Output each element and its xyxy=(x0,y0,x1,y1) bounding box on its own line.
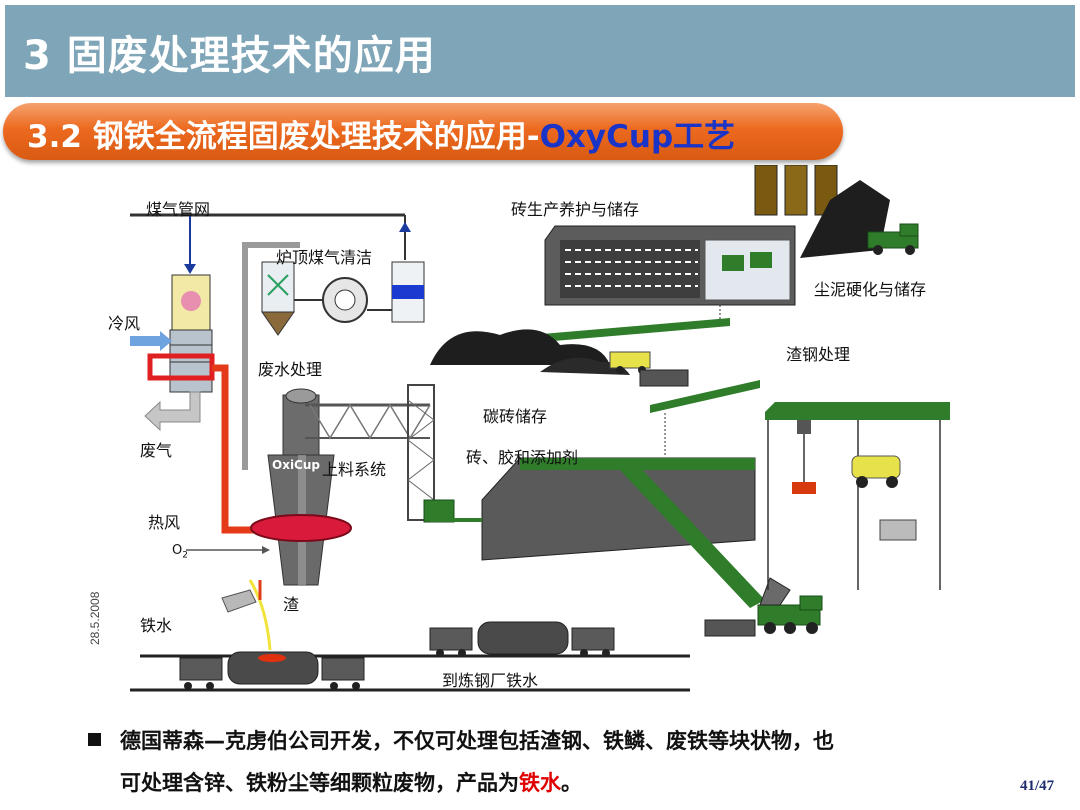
label-cold-wind: 冷风 xyxy=(108,314,141,333)
section-title: 3.2 钢铁全流程固废处理技术的应用-OxyCup工艺 xyxy=(27,111,735,156)
label-brick-binder: 砖、胶和添加剂 xyxy=(466,448,579,467)
bullet-line-1: 德国蒂森—克虏伯公司开发，不仅可处理包括渣钢、铁鳞、废铁等块状物，也 xyxy=(120,729,834,753)
label-oxygen-sub: 2 xyxy=(182,550,188,561)
gas-feed-arrowhead xyxy=(184,264,196,274)
label-to-steel-plant: 到炼钢厂铁水 xyxy=(442,671,539,690)
section-banner: 3.2 钢铁全流程固废处理技术的应用-OxyCup工艺 xyxy=(3,103,843,160)
label-charging-system: 上料系统 xyxy=(322,460,387,479)
section-title-main: 3.2 钢铁全流程固废处理技术的应用- xyxy=(27,119,540,155)
scrubber-cone xyxy=(261,311,295,336)
furnace-tuyere-ring xyxy=(250,514,352,542)
torpedo-car-upper xyxy=(429,621,615,657)
label-oxygen: O2 xyxy=(172,543,188,561)
conveyor-mid xyxy=(650,380,760,413)
label-slag: 渣 xyxy=(283,595,300,614)
bullet-line-2-main: 可处理含锌、铁粉尘等细颗粒废物，产品为 xyxy=(120,771,519,795)
cold-wind-arrow xyxy=(130,331,172,351)
curing-hall-bay xyxy=(704,239,791,301)
bullet-highlight: 铁水 xyxy=(519,771,561,795)
gas-holder-water xyxy=(392,285,424,299)
dumper-mid xyxy=(609,351,651,374)
bullet-line-2: 可处理含锌、铁粉尘等细颗粒废物，产品为铁水。 xyxy=(120,767,582,797)
loader-truck-top xyxy=(867,223,919,255)
label-brick-curing: 砖生产养护与储存 xyxy=(511,200,640,219)
slag-shed-roof xyxy=(765,402,950,420)
label-wastewater: 废水处理 xyxy=(258,360,323,379)
truck-low xyxy=(757,577,823,634)
bullet-marker xyxy=(88,733,101,746)
stove-flame xyxy=(181,291,201,311)
label-top-gas-cleaning: 炉顶煤气清洁 xyxy=(276,248,373,267)
waste-gas-arrow xyxy=(144,391,201,432)
silo-1 xyxy=(754,165,778,216)
hopper-low xyxy=(704,619,756,637)
carbon-pile-1 xyxy=(430,329,610,365)
gas-scrubber xyxy=(261,261,295,313)
charging-tower xyxy=(407,384,435,521)
bullet-line-2-end: 。 xyxy=(561,771,582,795)
slag-crusher xyxy=(879,519,917,541)
label-carbon-brick: 碳砖储存 xyxy=(483,407,548,426)
label-oxycup: OxiCup xyxy=(272,458,320,472)
label-oxygen-symbol: O xyxy=(172,543,183,558)
slag-magnet xyxy=(792,482,816,494)
page-title: 3 固废处理技术的应用 xyxy=(23,33,436,79)
label-dust-sludge: 尘泥硬化与储存 xyxy=(814,280,927,299)
silo-2 xyxy=(784,165,808,216)
iron-stream xyxy=(248,579,272,651)
label-gas-network: 煤气管网 xyxy=(146,200,211,219)
label-hot-wind: 热风 xyxy=(148,513,181,532)
hot-wind-pipe xyxy=(212,364,262,534)
furnace-gas-pipe xyxy=(242,242,300,470)
process-diagram xyxy=(130,165,950,692)
carbon-pile-2 xyxy=(540,357,630,375)
hopper-mid xyxy=(639,369,689,387)
label-slag-steel: 渣钢处理 xyxy=(786,345,851,364)
brick-molding-line xyxy=(481,457,756,561)
label-iron-water: 铁水 xyxy=(140,616,173,635)
inclined-conveyor xyxy=(620,462,765,608)
section-title-accent: OxyCup工艺 xyxy=(539,119,736,155)
gas-up-arrowhead xyxy=(399,222,411,232)
label-waste-gas: 废气 xyxy=(140,441,173,460)
page-number: 41/47 xyxy=(1020,778,1055,794)
slag-truck xyxy=(851,455,901,488)
stove-heat-exchanger xyxy=(169,329,213,393)
title-bar: 3 固废处理技术的应用 xyxy=(5,5,1075,97)
torpedo-car-lower xyxy=(179,651,365,690)
